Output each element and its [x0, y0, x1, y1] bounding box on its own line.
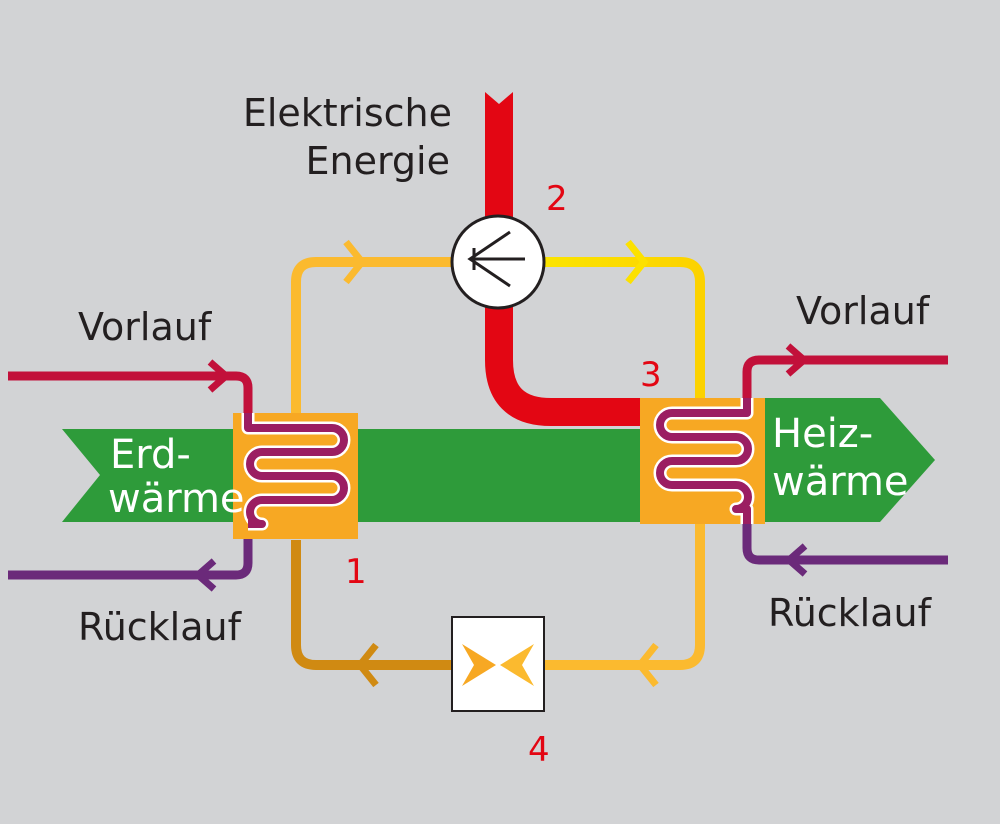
heating-supply-line: [742, 355, 948, 420]
refrigerant-pipe-top-right: [544, 257, 705, 400]
expansion-valve-number: 4: [528, 730, 550, 770]
refrigerant-pipe-bottom-left: [291, 540, 452, 670]
electric-energy-label-line2: Energie: [306, 139, 451, 183]
heating-heat-label-line2: wärme: [772, 459, 909, 505]
vorlauf-left-label: Vorlauf: [78, 305, 213, 349]
arrow-chevron-heating-supply: [785, 343, 810, 377]
condenser-coil-core: [656, 398, 752, 524]
ruecklauf-left-label: Rücklauf: [78, 605, 243, 649]
ground-return-line: [8, 522, 253, 580]
arrow-chevron-ground-return: [192, 558, 217, 592]
ground-heat-label-line1: Erd-: [110, 432, 191, 478]
evaporator-number: 1: [345, 552, 367, 592]
arrow-chevron-gas-top-left: [343, 239, 367, 285]
vorlauf-right-label: Vorlauf: [796, 289, 931, 333]
compressor-number: 2: [546, 179, 568, 219]
heating-return-line: [742, 510, 948, 565]
expansion-valve-icon: [451, 616, 545, 712]
refrigerant-pipe-left-up: [291, 257, 452, 415]
compressor-symbol-icon: [450, 214, 546, 310]
arrow-chevron-gas-top-right: [625, 239, 649, 285]
electric-energy-flow: [485, 290, 644, 426]
condenser-number: 3: [640, 355, 662, 395]
arrow-chevron-liquid-bottom-right: [635, 642, 659, 688]
evaporator-coil-core: [244, 413, 348, 528]
arrow-chevron-ground-supply: [207, 359, 232, 393]
ground-supply-line: [8, 371, 253, 420]
ground-heat-label-line2: wärme: [108, 476, 245, 522]
ruecklauf-right-label: Rücklauf: [768, 591, 933, 635]
electric-energy-label-line1: Elektrische: [243, 91, 452, 135]
heating-heat-band: [750, 398, 935, 522]
arrow-chevron-liquid-bottom-left: [355, 642, 379, 688]
heating-heat-label-line1: Heiz-: [772, 411, 873, 457]
refrigerant-pipe-right-down: [544, 520, 705, 670]
arrow-chevron-heating-return: [783, 543, 808, 577]
